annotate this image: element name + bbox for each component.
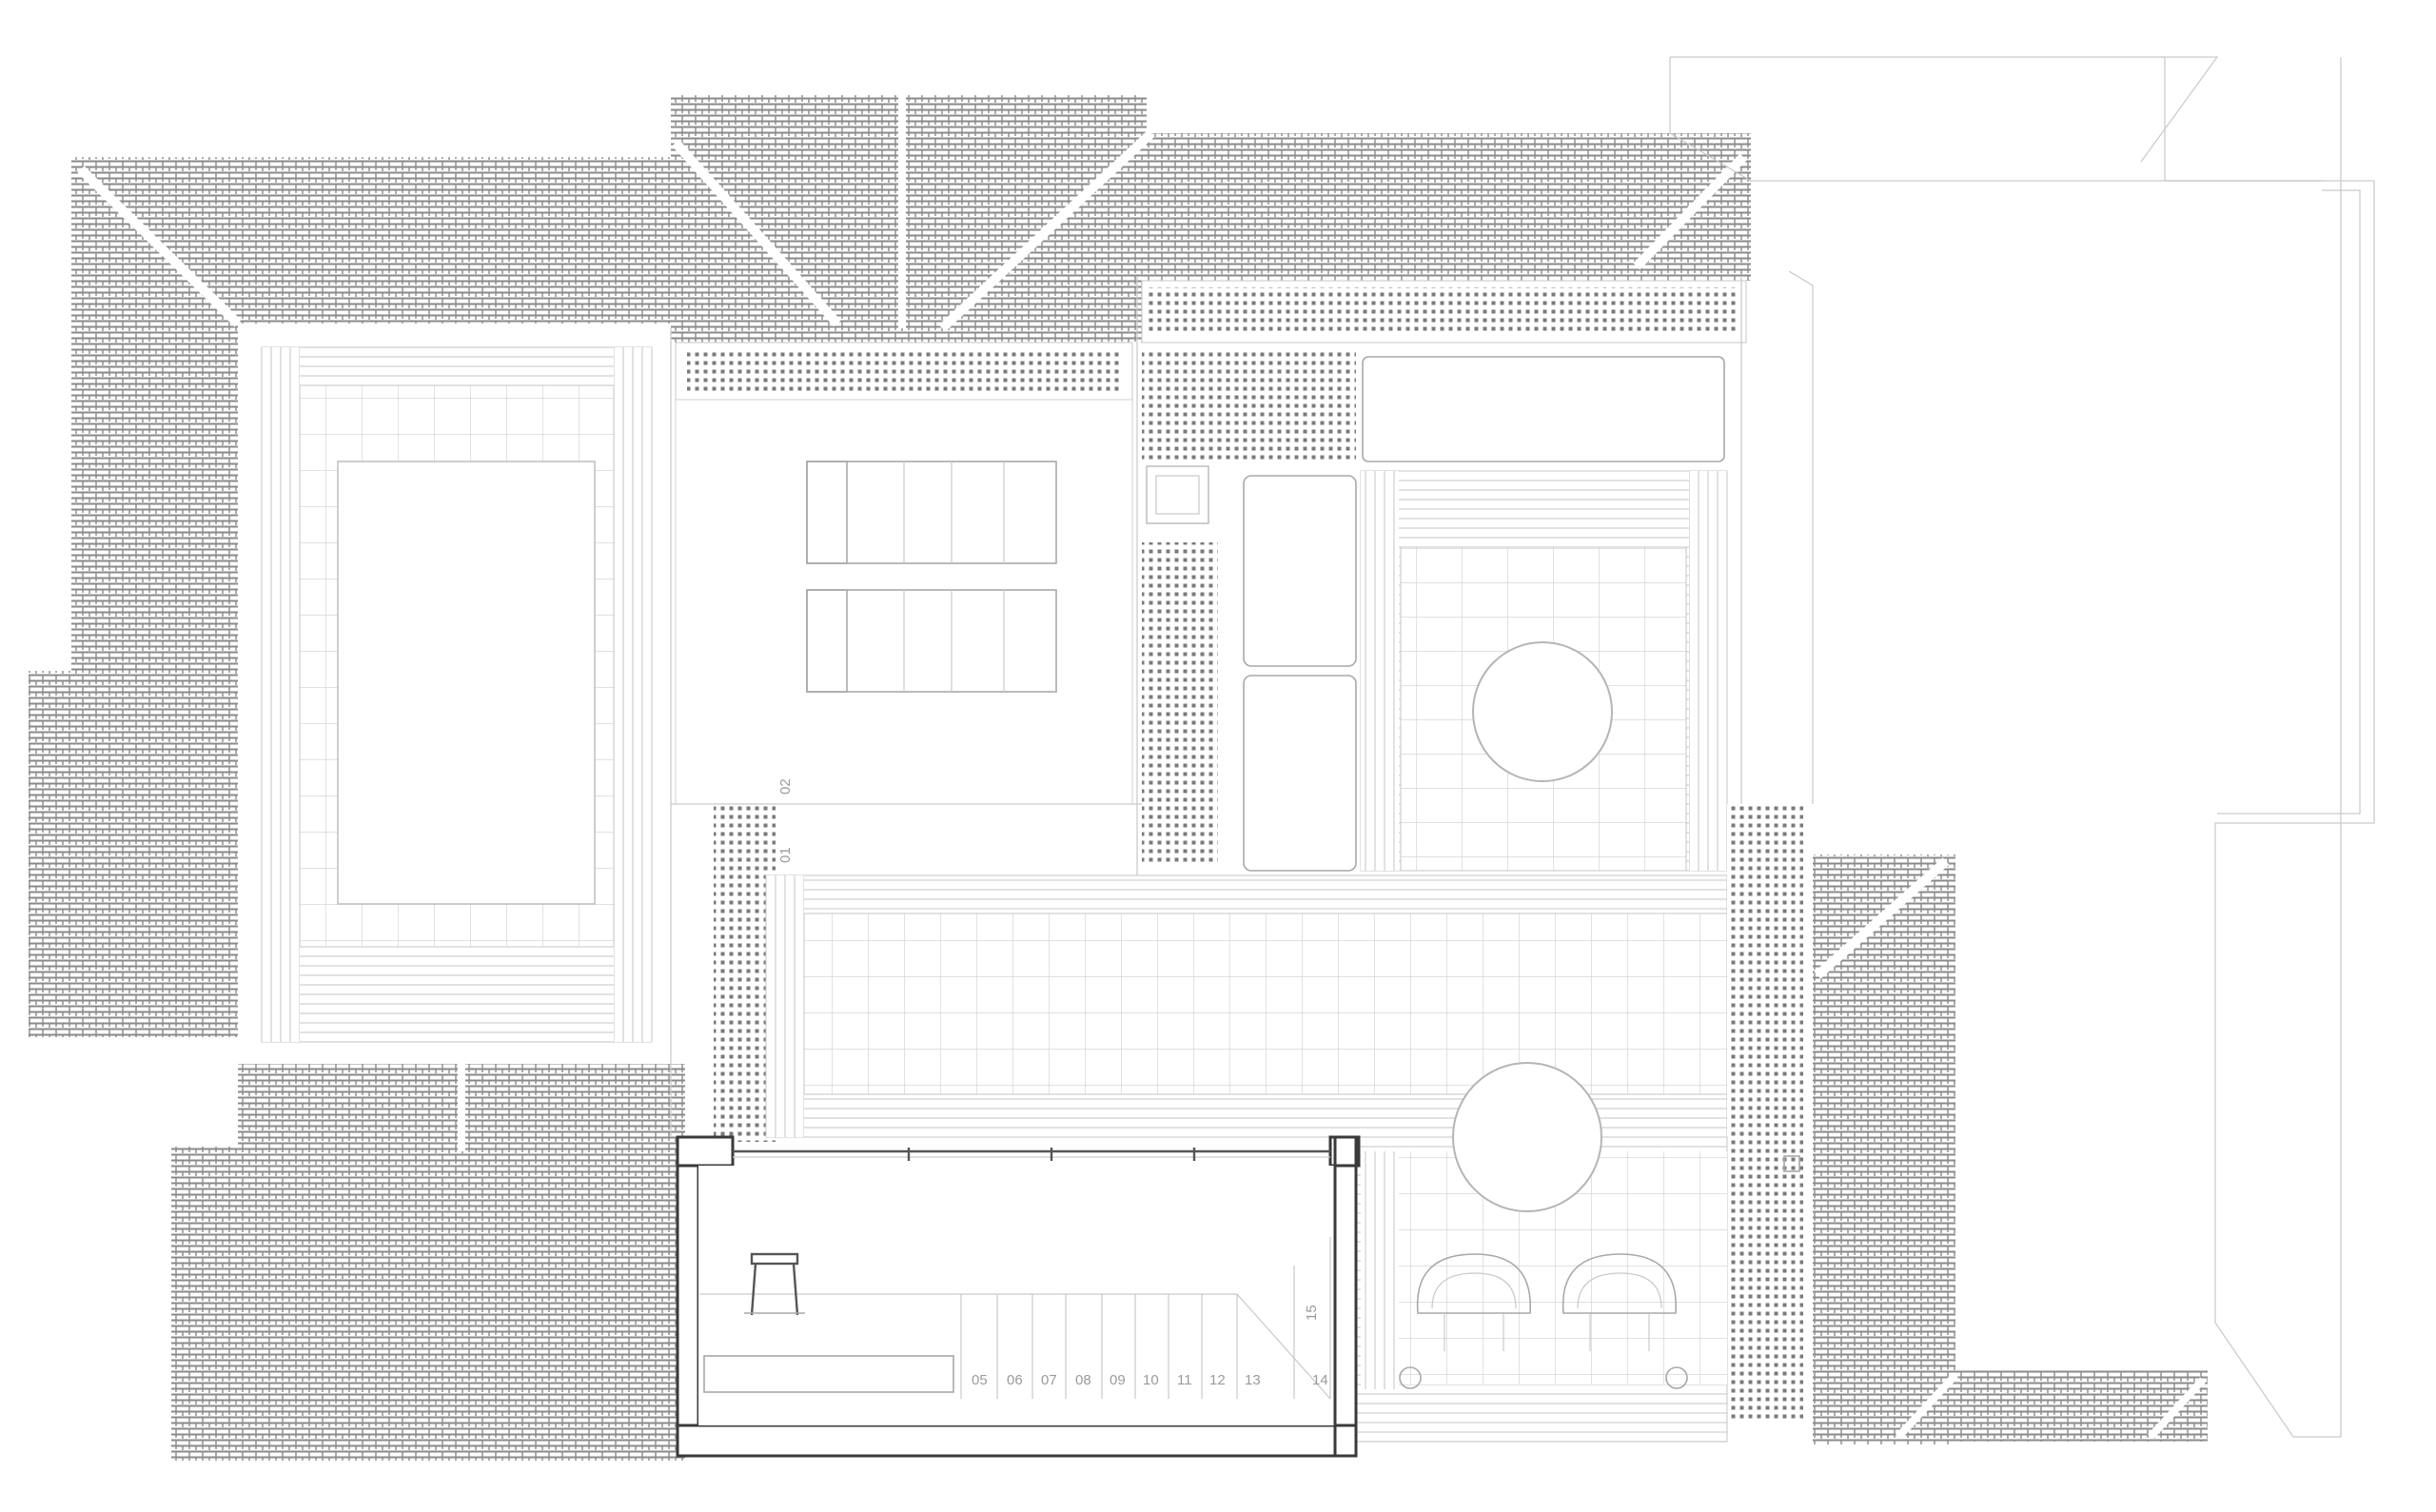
step-label-12: 12: [1209, 1372, 1226, 1388]
pitched-roof-southwest: [171, 1064, 685, 1461]
step-label-08: 08: [1075, 1372, 1091, 1388]
armchair-right: [1562, 1253, 1677, 1351]
north-east-grating: [1141, 280, 1747, 866]
step-label-15: 15: [1304, 1305, 1320, 1321]
planter-lower: [1243, 675, 1357, 872]
planter-long: [1362, 356, 1725, 462]
step-label-05: 05: [972, 1372, 988, 1388]
pitched-roof-north: [671, 95, 1751, 343]
north-terrace: [675, 342, 1133, 805]
terrace-outlines: [670, 276, 1742, 1443]
sun-lounger-2: [806, 589, 1057, 693]
pitched-roof-east: [1813, 854, 2208, 1444]
level-mark-02: 02: [777, 778, 794, 795]
step-label-06: 06: [1007, 1372, 1023, 1388]
side-table-left: [1399, 1366, 1422, 1389]
step-label-11: 11: [1177, 1372, 1192, 1388]
step-label-14: 14: [1312, 1372, 1328, 1388]
armchair-left: [1416, 1253, 1531, 1351]
step-label-10: 10: [1143, 1372, 1159, 1388]
stair-pavilion: [676, 1135, 1361, 1458]
round-table-north: [1472, 641, 1613, 782]
step-label-07: 07: [1041, 1372, 1057, 1388]
step-label-13: 13: [1245, 1372, 1261, 1388]
planter-upper: [1243, 475, 1357, 667]
side-table-right: [1665, 1366, 1688, 1389]
neighbour-roof-outline: [1669, 56, 2375, 1438]
stair-flight: [699, 1237, 1331, 1400]
step-label-09: 09: [1110, 1372, 1126, 1388]
level-mark-01: 01: [777, 847, 794, 863]
sun-lounger-1: [806, 461, 1057, 564]
west-courtyard: [261, 346, 653, 1043]
bar-stool: [744, 1252, 805, 1316]
round-table-south: [1452, 1062, 1602, 1212]
stair-handrail-cabinet: [703, 1355, 954, 1393]
